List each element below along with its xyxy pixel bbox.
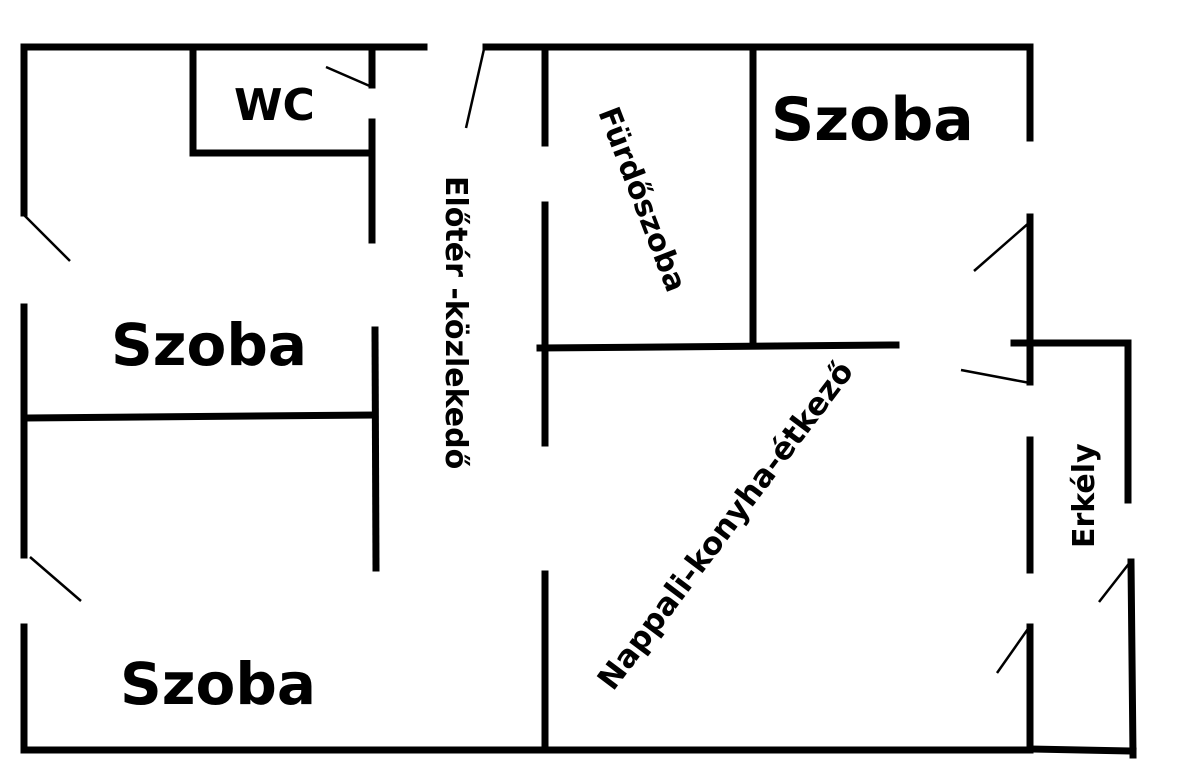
label-room-bottom-left: Szoba <box>120 650 316 718</box>
wall <box>1127 558 1137 759</box>
label-room-top-right: Szoba <box>771 85 974 155</box>
label-hallway: Előtér -közlekedő <box>438 176 473 469</box>
wall <box>24 411 376 422</box>
door-swing <box>1098 560 1132 603</box>
wall <box>371 326 380 572</box>
door-swings <box>23 48 1132 674</box>
label-bathroom: Fürdőszoba <box>591 102 694 296</box>
door-swing <box>23 214 71 262</box>
door-swing <box>995 625 1032 674</box>
wall <box>536 341 900 352</box>
door-swing <box>973 221 1031 272</box>
label-room-left-middle: Szoba <box>111 311 307 379</box>
wall <box>1026 745 1137 755</box>
label-balcony: Erkély <box>1067 443 1102 548</box>
door-swing <box>29 556 82 602</box>
door-swing <box>464 48 486 129</box>
label-living-kitchen-dining: Nappali-konyha-étkező <box>591 354 861 696</box>
door-swing <box>325 65 373 89</box>
room-labels: WC Szoba Fürdőszoba Előtér -közlekedő Sz… <box>111 80 1102 718</box>
door-swing <box>960 368 1031 385</box>
label-wc: WC <box>234 80 315 131</box>
walls <box>20 43 1137 759</box>
